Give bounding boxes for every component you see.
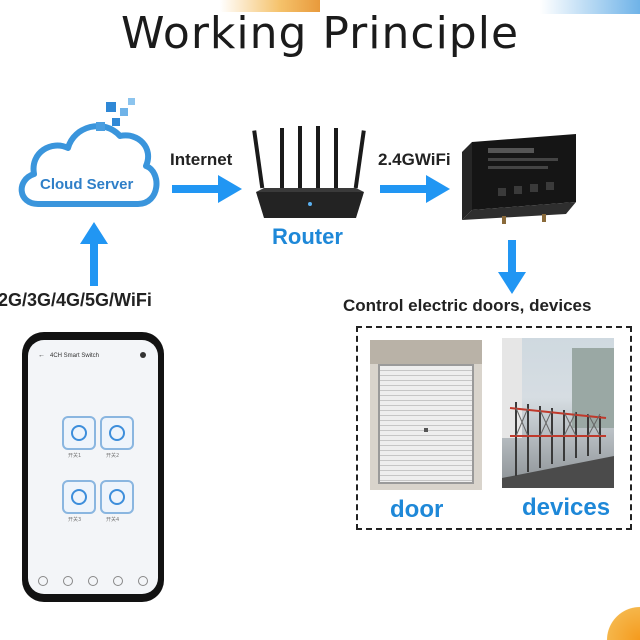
app-title: 4CH Smart Switch [50, 353, 99, 359]
nav-icon[interactable] [138, 576, 148, 586]
door-label: door [390, 496, 443, 524]
switch-label-3: 开关3 [68, 516, 81, 523]
switch-button-2[interactable] [100, 416, 134, 450]
phone-screen: ← 4CH Smart Switch 开关1 开关2 开关3 开关4 [28, 340, 158, 594]
page-title: Working Principle [0, 8, 640, 59]
power-icon [71, 489, 87, 505]
network-types-label: 2G/3G/4G/5G/WiFi [0, 290, 152, 311]
devices-label: devices [522, 494, 610, 522]
arrow-icon [78, 220, 110, 286]
switch-button-1[interactable] [62, 416, 96, 450]
corner-decoration-bottom-right [600, 596, 640, 640]
bottom-nav [38, 576, 148, 586]
control-label: Control electric doors, devices [343, 296, 591, 316]
door-frame [370, 340, 482, 364]
arrow-icon [496, 240, 528, 296]
switch-button-3[interactable] [62, 480, 96, 514]
more-icon[interactable] [140, 352, 146, 358]
cloud-icon [8, 96, 168, 226]
power-icon [109, 489, 125, 505]
door-image [370, 340, 482, 490]
internet-label: Internet [170, 150, 232, 170]
router-label: Router [272, 224, 343, 250]
shutter-door [378, 364, 474, 484]
switch-label-1: 开关1 [68, 452, 81, 459]
retractable-gate [502, 378, 614, 488]
power-icon [71, 425, 87, 441]
switch-label-4: 开关4 [106, 516, 119, 523]
router-icon [250, 126, 370, 224]
back-arrow-icon[interactable]: ← [38, 352, 45, 359]
power-icon [109, 425, 125, 441]
arrow-icon [380, 172, 452, 206]
nav-icon[interactable] [63, 576, 73, 586]
nav-icon[interactable] [88, 576, 98, 586]
door-lock [424, 428, 428, 432]
switch-label-2: 开关2 [106, 452, 119, 459]
phone-icon: ← 4CH Smart Switch 开关1 开关2 开关3 开关4 [22, 332, 164, 602]
cloud-server-label: Cloud Server [40, 176, 133, 193]
devices-image [502, 338, 614, 488]
arrow-icon [172, 172, 244, 206]
nav-icon[interactable] [113, 576, 123, 586]
wifi-label: 2.4GWiFi [378, 150, 451, 170]
relay-module-icon [458, 132, 584, 228]
nav-icon[interactable] [38, 576, 48, 586]
switch-button-4[interactable] [100, 480, 134, 514]
